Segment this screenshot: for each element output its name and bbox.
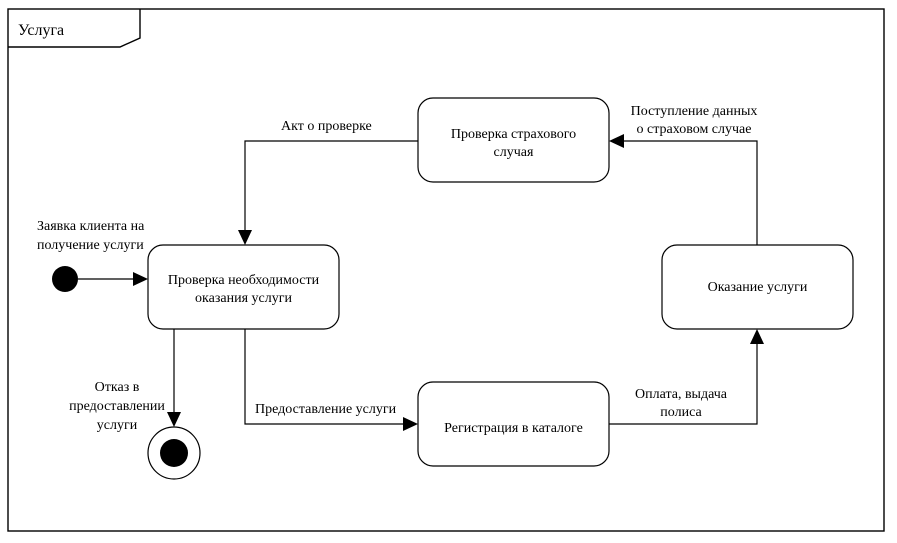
state-check-insurance-line1: Проверка страхового <box>451 127 576 142</box>
transition-act <box>238 140 418 245</box>
transition-refusal-label-line3: услуги <box>97 418 138 433</box>
transition-payment <box>609 329 764 425</box>
transition-data-receipt <box>609 134 758 245</box>
transition-act-label: Акт о проверке <box>281 119 372 134</box>
initial-state <box>52 266 78 292</box>
transition-request-label-line2: получение услуги <box>37 238 144 253</box>
state-check-insurance-line2: случая <box>494 145 534 160</box>
state-registration-label: Регистрация в каталоге <box>444 421 583 436</box>
final-state <box>147 426 201 480</box>
transition-provision <box>244 329 418 431</box>
transition-data-receipt-label-line1: Поступление данных <box>631 104 758 119</box>
frame-title-tab <box>8 9 141 48</box>
transition-provision-label: Предоставление услуги <box>255 402 397 417</box>
transition-payment-label-line2: полиса <box>660 405 702 420</box>
state-registration[interactable]: Регистрация в каталоге <box>417 381 610 467</box>
transition-data-receipt-label-line2: о страховом случае <box>637 122 752 137</box>
diagram-frame <box>7 8 885 532</box>
transition-refusal <box>167 329 181 427</box>
transition-payment-label-line1: Оплата, выдача <box>635 387 728 402</box>
state-check-need-line1: Проверка необходимости <box>168 273 320 288</box>
transition-refusal-label-line2: предоставлении <box>69 399 165 414</box>
state-service[interactable]: Оказание услуги <box>661 244 854 330</box>
transition-request <box>78 272 148 286</box>
transition-request-label-line1: Заявка клиента на <box>37 219 145 234</box>
transition-refusal-label-line1: Отказ в <box>95 380 140 395</box>
state-check-need[interactable]: Проверка необходимости оказания услуги <box>147 244 340 330</box>
state-check-insurance[interactable]: Проверка страхового случая <box>417 97 610 183</box>
state-check-need-line2: оказания услуги <box>195 291 292 306</box>
frame-title: Услуга <box>18 22 64 39</box>
state-service-label: Оказание услуги <box>708 280 808 295</box>
